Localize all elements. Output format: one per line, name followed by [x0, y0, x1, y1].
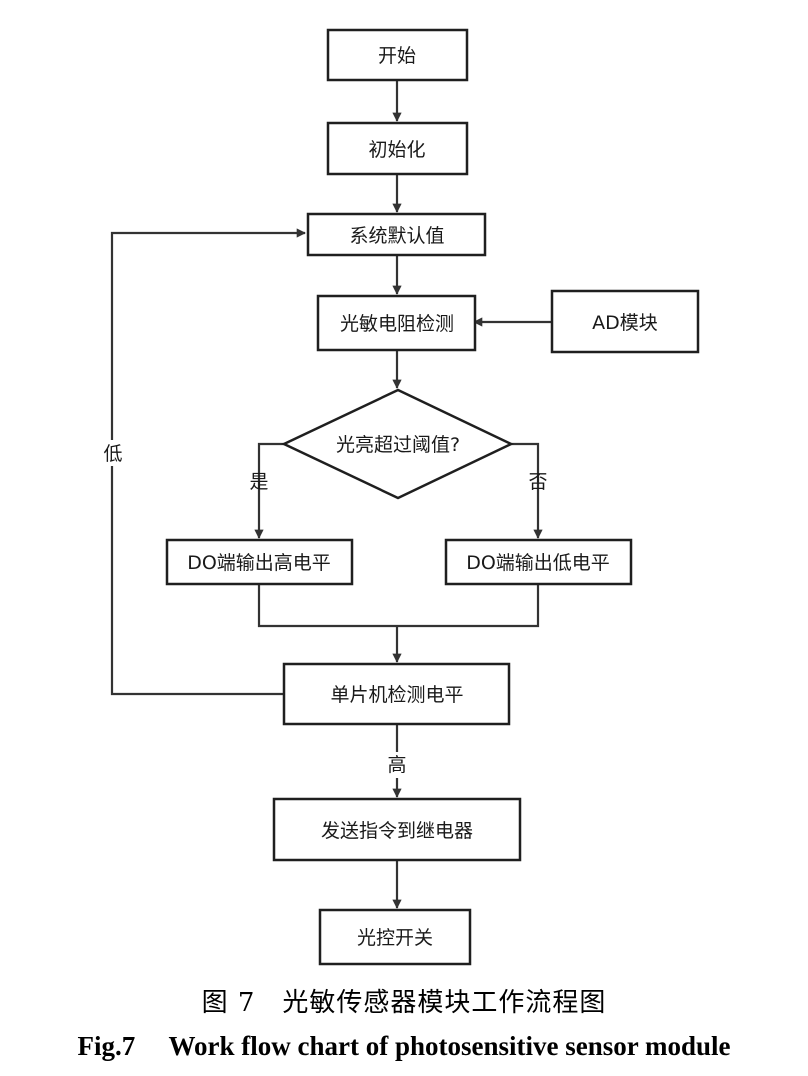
node-detect-label: 光敏电阻检测 [340, 313, 454, 335]
merge-line [257, 584, 540, 628]
node-mcu-label: 单片机检测电平 [330, 684, 463, 706]
arrow-decision-no [511, 442, 543, 539]
node-decision-label: 光亮超过阈值? [336, 434, 460, 456]
node-switch-label: 光控开关 [357, 927, 433, 949]
node-init-label: 初始化 [368, 139, 425, 161]
node-ad: AD模块 [550, 289, 700, 354]
node-low-out: DO端输出低电平 [444, 538, 633, 586]
figure-caption-en: Fig.7 Work flow chart of photosensitive … [77, 1031, 731, 1061]
node-switch: 光控开关 [318, 908, 472, 966]
arrow-mcu-low-loop [110, 228, 306, 696]
label-high-mask [384, 752, 410, 778]
label-low: 低 [103, 443, 122, 465]
label-yes: 是 [249, 471, 268, 493]
node-send-label: 发送指令到继电器 [321, 820, 473, 842]
arrow-decision-yes [254, 442, 284, 539]
node-low-out-label: DO端输出低电平 [466, 552, 610, 574]
label-no: 否 [528, 471, 547, 493]
flowchart: 是 否 低 高 开始 初始化 系统默认值 光敏电阻检测 AD模块 光亮超过阈值?… [100, 28, 700, 966]
connectors [110, 80, 552, 909]
node-start-label: 开始 [378, 45, 416, 67]
node-high-out-label: DO端输出高电平 [187, 552, 331, 574]
node-send: 发送指令到继电器 [272, 797, 522, 862]
node-decision: 光亮超过阈值? [281, 388, 514, 500]
node-default: 系统默认值 [306, 212, 487, 257]
node-mcu: 单片机检测电平 [282, 662, 511, 726]
figure-caption-cn: 图 7 光敏传感器模块工作流程图 [201, 988, 607, 1018]
node-default-label: 系统默认值 [349, 225, 444, 247]
label-low-mask [100, 440, 126, 466]
node-ad-label: AD模块 [592, 312, 658, 334]
node-init: 初始化 [326, 121, 469, 176]
edge-labels: 是 否 低 高 [100, 440, 548, 778]
node-high-out: DO端输出高电平 [165, 538, 354, 586]
node-start: 开始 [326, 28, 469, 82]
node-detect: 光敏电阻检测 [316, 294, 477, 352]
label-high: 高 [387, 754, 406, 776]
